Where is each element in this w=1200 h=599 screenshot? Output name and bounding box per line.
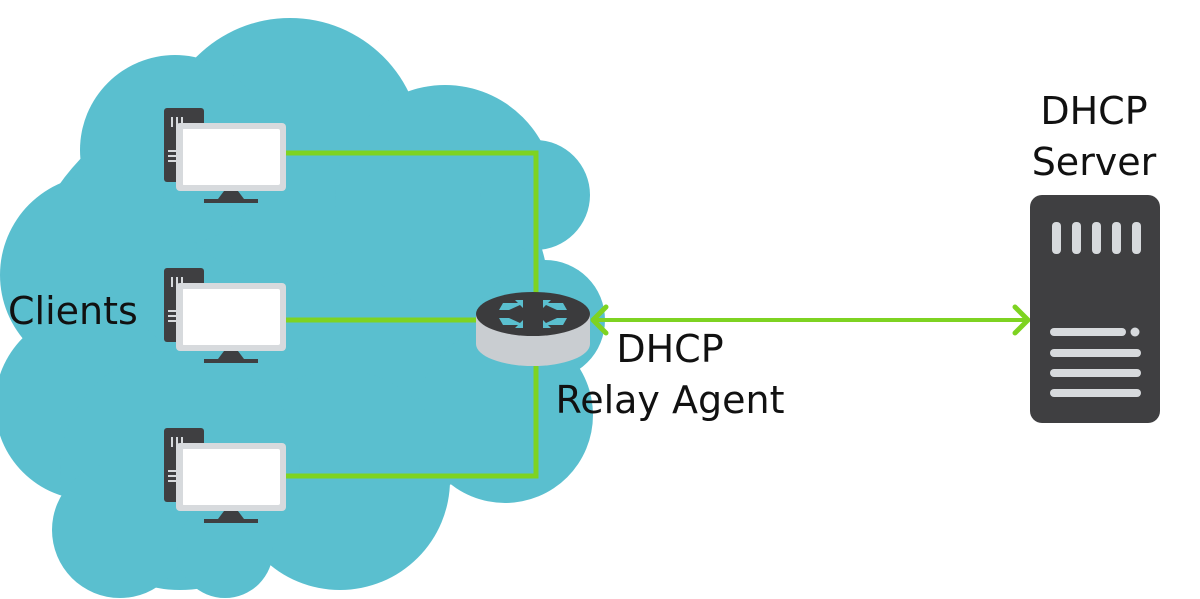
relay-server-link [590,304,1031,336]
server-icon [1030,195,1160,423]
relay-agent-label-line2: Relay Agent [556,378,785,422]
relay-agent-label-line1: DHCP [616,327,723,371]
server-label-line1: DHCP [1040,89,1147,133]
server-label-line2: Server [1032,140,1157,184]
dhcp-server [1030,195,1160,423]
clients-label: Clients [8,289,138,333]
link-client-3 [286,350,539,479]
arrowhead-left [590,304,609,336]
relay-agent-router [476,292,590,366]
arrowhead-right [1012,304,1031,336]
router-icon [476,292,590,366]
link-client-1 [286,150,539,320]
